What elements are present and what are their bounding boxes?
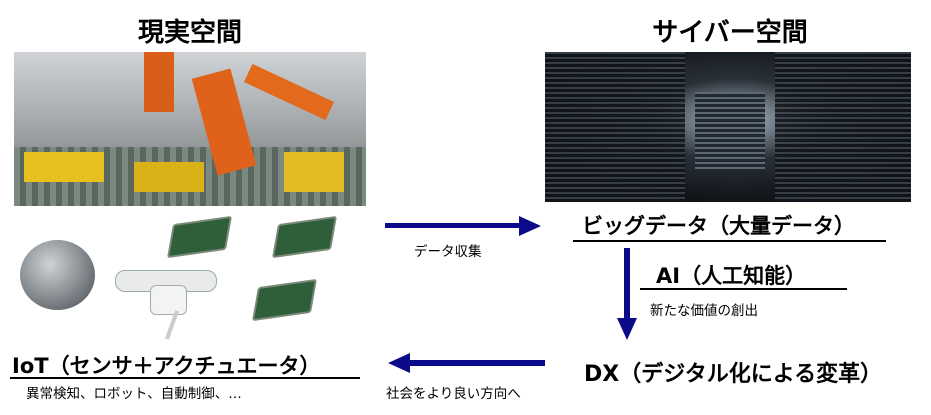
ai-heading: AI（人工知能） bbox=[656, 264, 807, 288]
dx-heading: DX（デジタル化による変革） bbox=[584, 362, 883, 387]
arrow-head-left-icon bbox=[388, 353, 410, 373]
big-data-underline bbox=[573, 240, 886, 242]
big-data-heading: ビッグデータ（大量データ） bbox=[582, 214, 855, 238]
data-collection-arrow bbox=[385, 223, 520, 228]
factory-photo bbox=[14, 52, 366, 206]
arrow-head-right-icon bbox=[519, 216, 541, 236]
data-collection-label: データ収集 bbox=[414, 244, 482, 260]
iot-heading: IoT（センサ＋アクチュエータ） bbox=[12, 354, 321, 378]
arrow-head-down-icon bbox=[617, 318, 637, 340]
cyber-space-title: サイバー空間 bbox=[652, 18, 808, 48]
real-space-title: 現実空間 bbox=[137, 18, 242, 48]
society-improve-arrow bbox=[409, 360, 545, 366]
ai-caption: 新たな価値の創出 bbox=[650, 303, 758, 319]
server-room-photo bbox=[545, 52, 911, 202]
iot-underline bbox=[10, 377, 360, 379]
iot-devices-image bbox=[20, 215, 340, 345]
society-improve-label: 社会をより良い方向へ bbox=[386, 386, 521, 402]
down-arrow bbox=[624, 248, 630, 320]
iot-caption: 異常検知、ロボット、自動制御、… bbox=[26, 386, 242, 402]
ai-underline bbox=[640, 288, 847, 290]
